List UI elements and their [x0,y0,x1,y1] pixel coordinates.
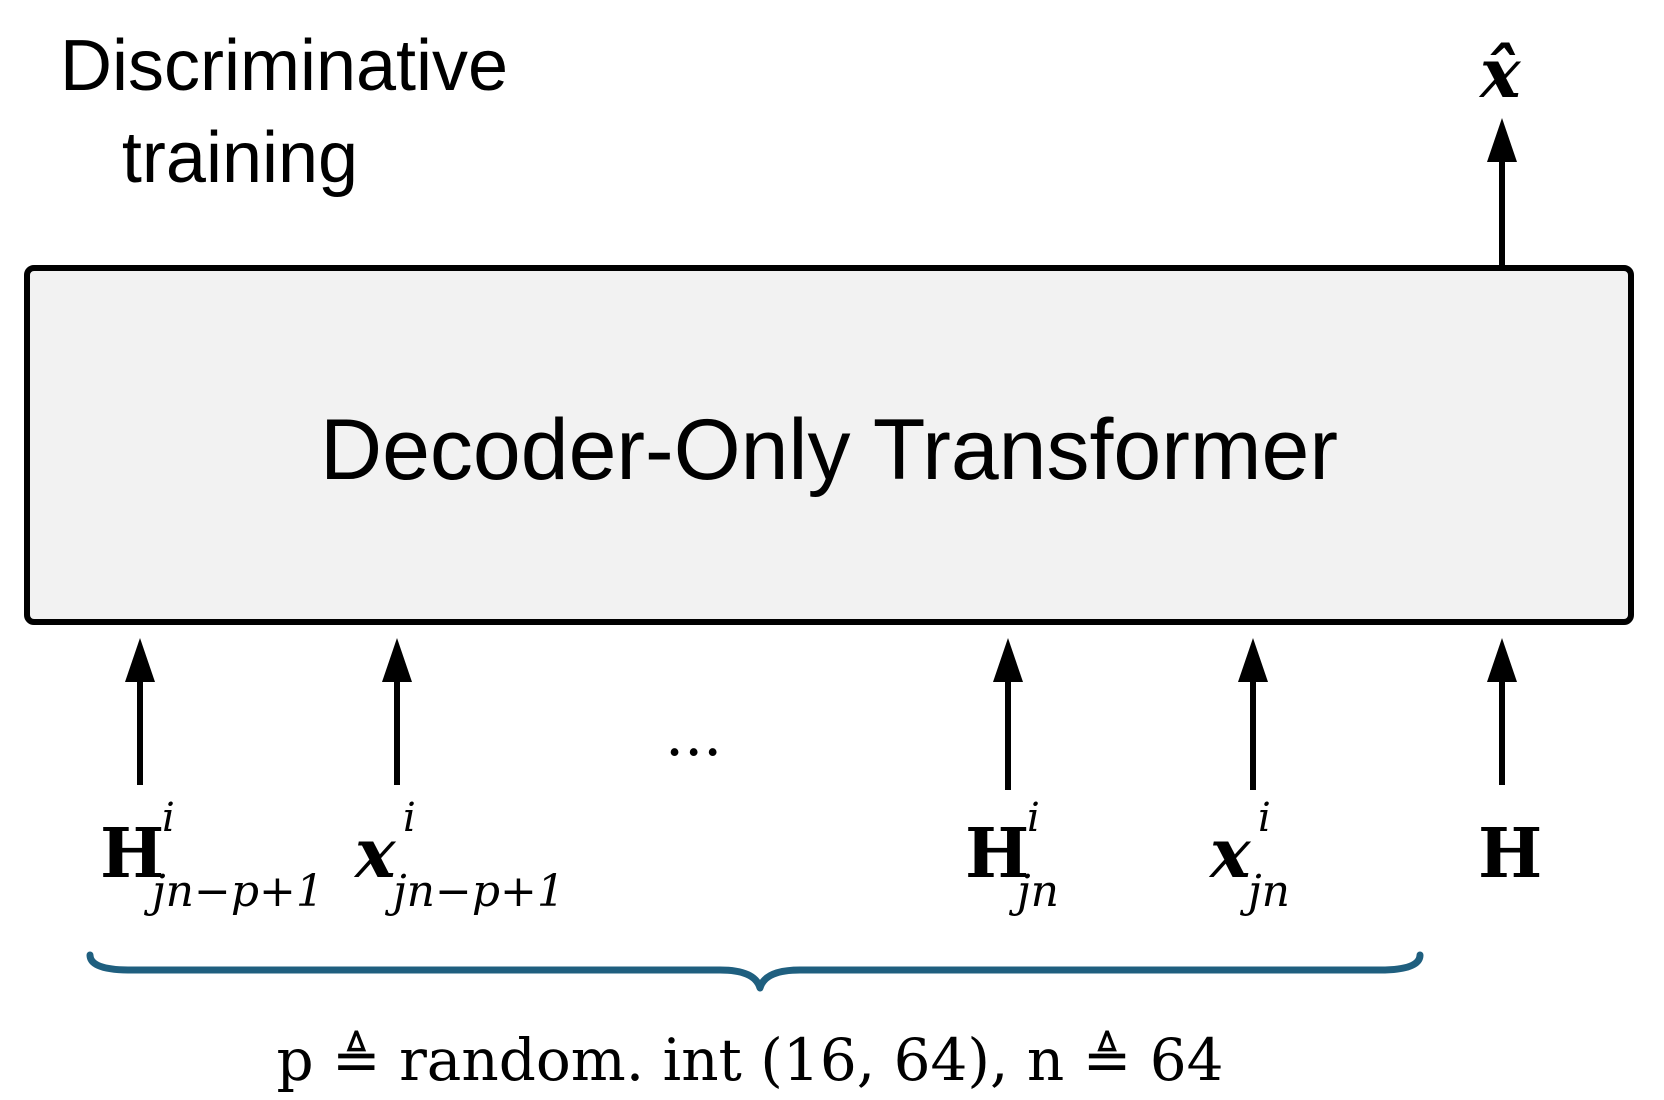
input-label-sup: i [1027,795,1040,841]
input-arrow-3 [993,638,1023,790]
input-label-h-end: H i jn [965,798,1059,914]
input-label-sub: jn [1248,866,1290,917]
input-label-sub: jn−p+1 [152,866,324,917]
input-label-base: H [965,814,1030,894]
input-label-sub: jn−p+1 [393,866,565,917]
input-label-sup: i [403,795,416,841]
transformer-label: Decoder-Only Transformer [320,402,1338,498]
input-arrow-4 [1238,638,1268,790]
input-label-sub: jn [1017,866,1059,917]
input-label-x-start: x i jn−p+1 [355,798,565,914]
curly-brace [86,951,1424,992]
input-label-sup: i [162,795,175,841]
input-label-h-full: H [1478,820,1542,888]
input-label-base: x [1210,814,1251,894]
input-arrow-1 [125,638,155,785]
input-label-base: x [355,814,396,894]
input-label-x-end: x i jn [1210,798,1290,914]
input-arrow-2 [382,638,412,785]
output-label: x̂ [1480,34,1521,114]
transformer-box [24,265,1634,625]
input-arrow-5 [1487,638,1517,785]
input-label-base: H [100,814,165,894]
formula: p ≜ random. int (16, 64), n ≜ 64 [276,1026,1224,1094]
input-label-h-start: H i jn−p+1 [100,798,324,914]
input-label-sup: i [1258,795,1271,841]
ellipsis: ... [665,700,723,770]
output-arrow [1487,118,1517,265]
input-label-base: H [1478,814,1543,894]
